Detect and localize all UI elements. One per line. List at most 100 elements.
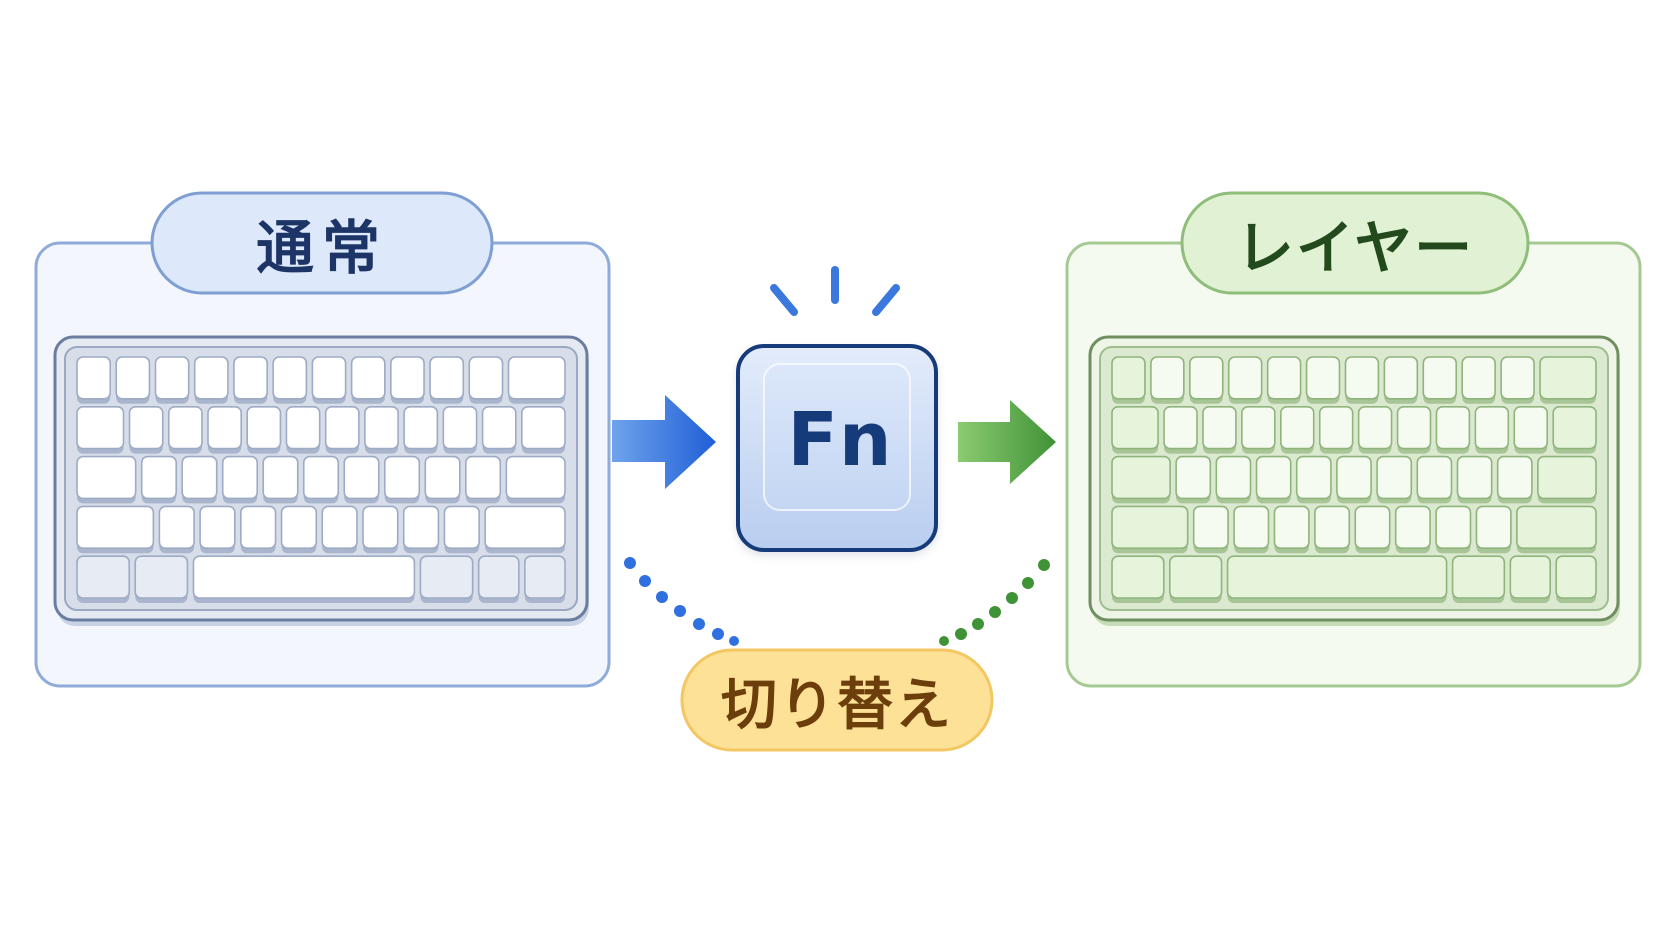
keyboard-key (154, 356, 190, 400)
keyboard-key (424, 455, 461, 500)
keyboard-key (1255, 455, 1292, 500)
connector-dot (656, 591, 668, 603)
keyboard-key (343, 455, 380, 500)
keyboard-key (1516, 505, 1597, 549)
keyboard-key (524, 555, 566, 599)
keyboard-key (1357, 405, 1393, 450)
switch-badge (680, 648, 994, 752)
keyboard-key (1111, 405, 1159, 450)
keyboard-key (1189, 356, 1224, 400)
keyboard-key (1451, 555, 1506, 599)
keyboard-key (362, 505, 399, 549)
keyboard-key (402, 505, 440, 549)
keyboard-key (1241, 405, 1276, 450)
normal-label: 通常 (255, 214, 388, 282)
keyboard-key (521, 405, 566, 450)
connector-dot (955, 628, 967, 640)
connector-dot (1038, 559, 1050, 571)
keyboard-key (1227, 356, 1263, 400)
keyboard-key (193, 356, 229, 400)
keyboard-key (1233, 505, 1270, 549)
connector-dot (939, 636, 949, 646)
normal-badge (150, 191, 494, 295)
keyboard-key (272, 356, 308, 400)
keyboard-key (128, 405, 164, 450)
keyboard-key (1111, 356, 1146, 400)
layer-label: レイヤー (1235, 214, 1475, 282)
keyboard-key (280, 505, 318, 549)
keyboard-key (140, 455, 177, 500)
keyboard-key (1280, 405, 1315, 450)
keyboard-key (181, 455, 218, 500)
keyboard-key (383, 455, 421, 500)
keyboard-key (76, 555, 131, 599)
keyboard-key (1305, 356, 1341, 400)
keyboard-key (443, 505, 480, 549)
keyboard-key (1496, 455, 1533, 500)
keyboard-key (1175, 455, 1212, 500)
press-burst-icon (770, 266, 900, 316)
keyboard-key (1552, 405, 1597, 450)
keyboard-key (1394, 505, 1431, 549)
connector-dot (972, 618, 984, 630)
keyboard-key (1150, 356, 1185, 400)
keyboard-key (76, 405, 125, 450)
keyboard-key (350, 356, 386, 400)
keyboard-key (1354, 505, 1391, 549)
keyboard-key (1456, 455, 1493, 500)
keyboard-key (1273, 505, 1310, 549)
switch-connector-right (939, 559, 1050, 646)
keyboard-key (429, 356, 465, 400)
keyboard-key (1295, 455, 1332, 500)
keyboard-key (1555, 555, 1597, 599)
connector-dot (693, 618, 705, 630)
keyboard-key (1435, 405, 1471, 450)
connector-dot (729, 636, 739, 646)
keyboard-key (246, 405, 282, 450)
keyboard-key (419, 555, 474, 599)
layer-badge (1180, 191, 1530, 295)
connector-dot (712, 628, 724, 640)
keyboard-key (1168, 555, 1223, 599)
keyboard-key (484, 505, 566, 549)
keyboard-key (324, 405, 360, 450)
keyboard-key (1461, 356, 1496, 400)
keyboard-key (1202, 405, 1237, 450)
keyboard-key (311, 356, 347, 400)
keyboard-key (1396, 405, 1432, 450)
connector-dot (674, 605, 686, 617)
keyboard-key (1314, 505, 1351, 549)
keyboard-key (477, 555, 520, 599)
keyboard-key (468, 356, 504, 400)
keyboard-key (1422, 356, 1458, 400)
keyboard-key (158, 505, 195, 549)
keyboard-key (240, 505, 277, 549)
connector-dot (1006, 592, 1018, 604)
keyboard-key (1500, 356, 1535, 400)
keyboard-key (1537, 455, 1597, 500)
keyboard-key (1215, 455, 1252, 500)
keyboard-key (167, 405, 203, 450)
keyboard-key (1111, 505, 1189, 549)
keyboard-key (321, 505, 358, 549)
keyboard-key (1509, 555, 1551, 599)
normal-keyboard (53, 335, 589, 626)
keyboard-key (505, 455, 566, 500)
keyboard-key (76, 356, 112, 400)
keyboard-key (207, 405, 243, 450)
keyboard-key (1192, 505, 1229, 549)
fn-key-label: Fn (787, 397, 893, 483)
keyboard-key (1318, 405, 1354, 450)
keyboard-key (1513, 405, 1549, 450)
connector-dot (989, 606, 1001, 618)
keyboard-key (1336, 455, 1372, 500)
keyboard-key (403, 405, 439, 450)
arrow-right-icon (612, 395, 716, 489)
keyboard-key (1266, 356, 1302, 400)
keyboard-key (192, 555, 416, 599)
keyboard-key (507, 356, 566, 400)
keyboard-key (285, 405, 321, 450)
keyboard-key (1539, 356, 1597, 400)
